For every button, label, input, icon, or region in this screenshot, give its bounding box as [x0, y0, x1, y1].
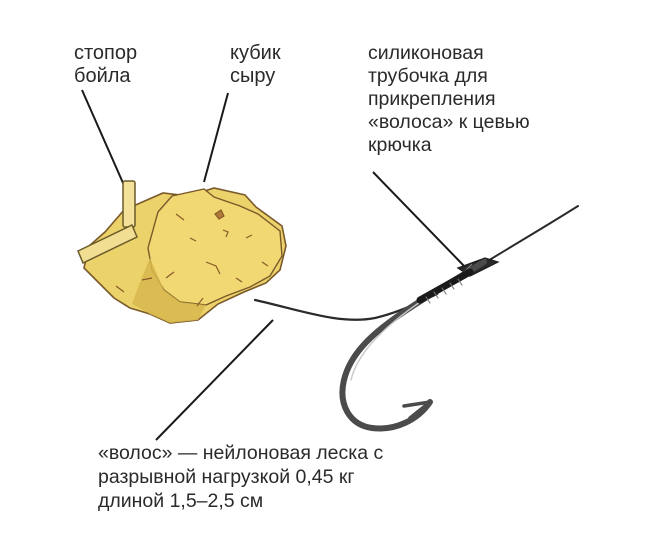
cheese-front-face [147, 188, 283, 306]
label-text: прикрепления [368, 88, 496, 110]
label-text: силиконовая [368, 42, 484, 64]
hook-shank-whipping [416, 268, 474, 304]
label-silicone-tube: силиконовая трубочка для прикрепления «в… [368, 42, 530, 157]
hook-barb [402, 400, 432, 420]
cheese-cube [83, 187, 287, 324]
label-text: длиной 1,5–2,5 см [98, 490, 264, 512]
label-text: сыру [230, 65, 276, 87]
label-hair-line: «волос» — нейлоновая леска с разрывной н… [98, 441, 383, 513]
label-text: бойла [74, 65, 131, 87]
label-text: стопор [74, 42, 138, 64]
cheese-texture [115, 209, 269, 307]
label-text: «волос» — нейлоновая леска с [98, 442, 384, 464]
cheese-shadow [132, 258, 206, 323]
label-text: «волоса» к цевью [368, 111, 530, 133]
pointer-stopper [81, 89, 128, 193]
pointer-hair [155, 319, 274, 441]
label-text: кубик [230, 42, 281, 64]
stopper-upright [122, 180, 136, 228]
fishing-hook [339, 259, 487, 432]
label-text: трубочка для [368, 65, 488, 87]
boilie-stopper [77, 180, 138, 265]
pointer-lines [81, 89, 467, 441]
stopper-crossbar [77, 223, 138, 265]
pointer-cheese [203, 92, 229, 183]
label-boilie-stopper: стопор бойла [74, 42, 137, 88]
pointer-tube [372, 171, 467, 269]
label-text: разрывной нагрузкой 0,45 кг [98, 466, 355, 488]
label-cheese-cube: кубик сыру [230, 42, 281, 88]
label-text: крючка [368, 134, 432, 156]
